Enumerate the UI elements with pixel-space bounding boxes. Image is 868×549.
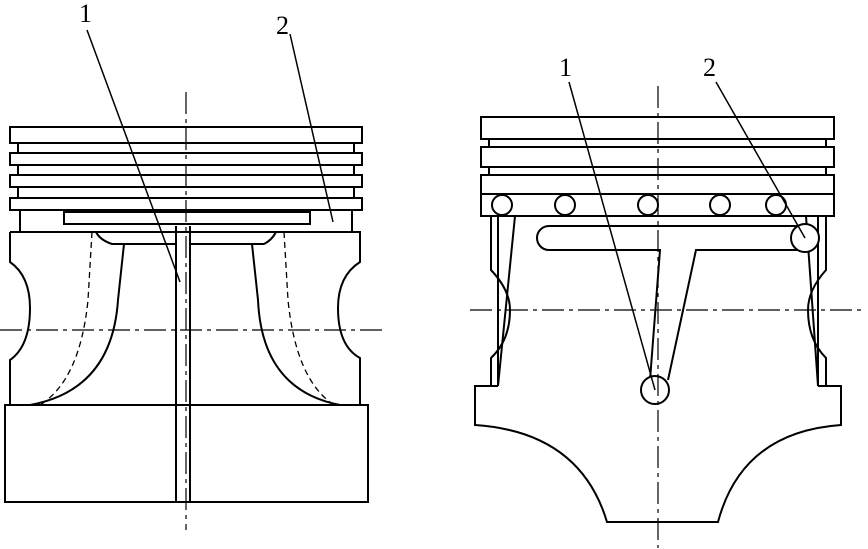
left-label-1: 1 xyxy=(79,0,92,28)
left-inner-cavity xyxy=(29,243,341,406)
right-cooling-holes xyxy=(491,194,787,216)
right-leader-1 xyxy=(568,81,656,391)
left-label-2: 2 xyxy=(276,11,289,40)
right-oil-channel xyxy=(536,225,813,381)
right-label-2: 2 xyxy=(703,53,716,82)
right-piston: 1 2 xyxy=(470,53,866,548)
left-leader-2 xyxy=(289,33,334,223)
left-leader-1 xyxy=(86,29,181,283)
left-dashed-contour xyxy=(39,231,93,406)
left-piston: 1 2 xyxy=(0,0,386,530)
left-insert-strip xyxy=(63,211,311,225)
right-label-1: 1 xyxy=(559,53,572,82)
right-body-outline xyxy=(474,194,842,523)
left-skirt-outline xyxy=(9,231,361,405)
right-leader-2 xyxy=(715,81,806,239)
left-bottom-block xyxy=(4,404,369,503)
